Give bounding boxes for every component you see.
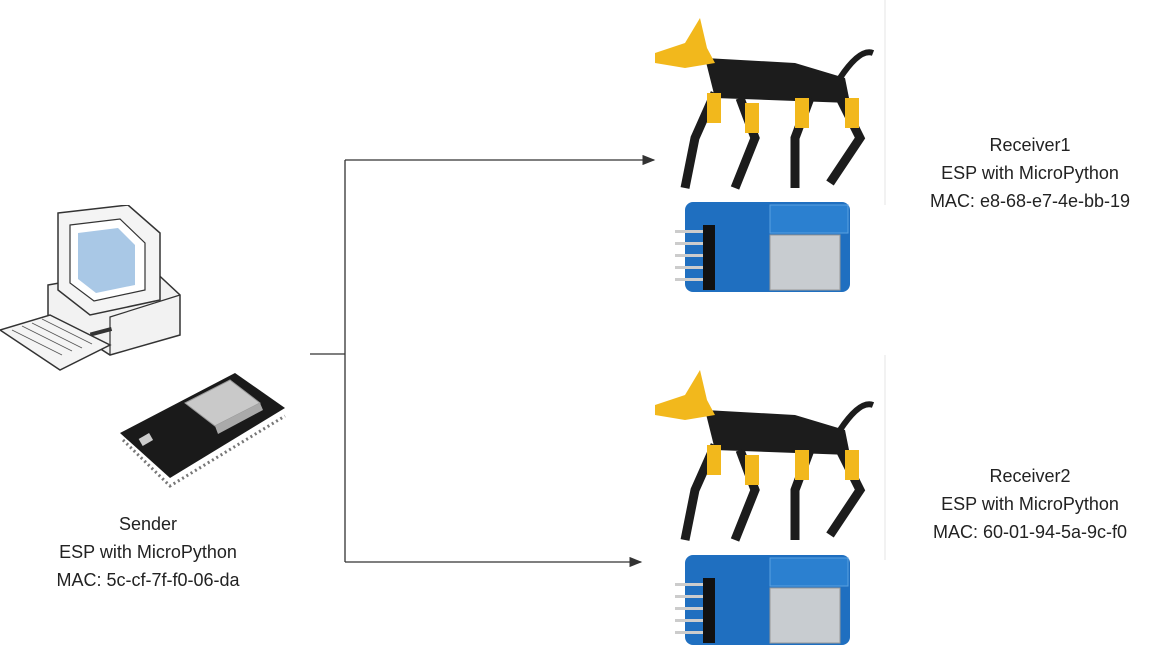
esp32-devboard-image [120, 373, 286, 488]
sender-label: Sender ESP with MicroPython MAC: 5c-cf-7… [28, 510, 268, 594]
receiver2-title: Receiver2 [989, 466, 1071, 486]
computer-icon [0, 205, 181, 371]
robot-dog-image-2 [655, 370, 875, 542]
receiver1-title: Receiver1 [989, 135, 1071, 155]
receiver2-label: Receiver2 ESP with MicroPython MAC: 60-0… [910, 462, 1150, 546]
receiver1-mac: MAC: e8-68-e7-4e-bb-19 [929, 191, 1131, 211]
receiver2-subtitle: ESP with MicroPython [941, 494, 1119, 514]
robot-dog-image-1 [655, 18, 875, 190]
sender-subtitle: ESP with MicroPython [59, 542, 237, 562]
receiver2-mac: MAC: 60-01-94-5a-9c-f0 [932, 522, 1128, 542]
esp-board-image-2 [675, 555, 850, 645]
sender-title: Sender [118, 514, 178, 534]
esp-board-image-1 [675, 202, 850, 292]
receiver1-label: Receiver1 ESP with MicroPython MAC: e8-6… [910, 131, 1150, 215]
sender-mac: MAC: 5c-cf-7f-f0-06-da [56, 570, 240, 590]
receiver1-subtitle: ESP with MicroPython [941, 163, 1119, 183]
